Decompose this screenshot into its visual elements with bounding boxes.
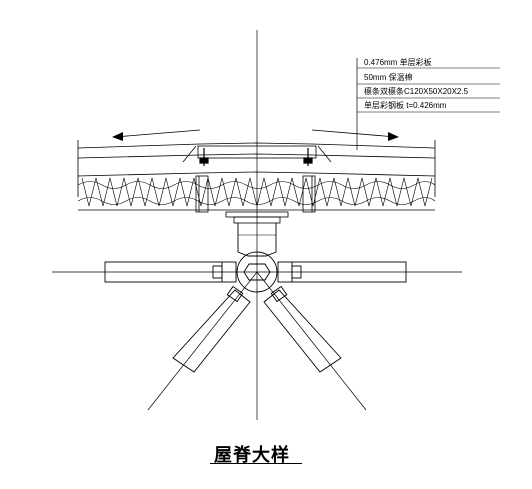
slope-arrow-left: [112, 129, 201, 141]
purlin-right: [302, 175, 316, 213]
ridge-hub: [236, 223, 278, 293]
tube-diagonal-right: [263, 285, 342, 373]
purlin-left: [195, 175, 209, 213]
callout-box-lines: [357, 67, 500, 113]
roof-panel: [77, 140, 436, 211]
callout-steel-sheet: 单层彩钢板 t=0.426mm: [364, 101, 447, 110]
callout-purlin: 檩条双檩条C120X50X20X2.5: [364, 87, 469, 96]
drawing-title: 屋脊大样: [214, 445, 290, 466]
ridge-base-plate: [225, 211, 289, 224]
callout-roof-panel: 0.476mm 单层彩板: [364, 58, 432, 67]
insulation-layer: [77, 177, 436, 207]
diagonal-axis-lines: [147, 271, 367, 411]
tube-diagonal-left: [172, 285, 251, 373]
ridge-fasteners: [199, 148, 313, 166]
callout-insulation: 50mm 保温棉: [364, 73, 413, 82]
title-underline: [210, 463, 302, 464]
tube-right: [277, 261, 407, 283]
slope-arrow-right: [311, 129, 399, 141]
tube-left: [104, 261, 237, 283]
